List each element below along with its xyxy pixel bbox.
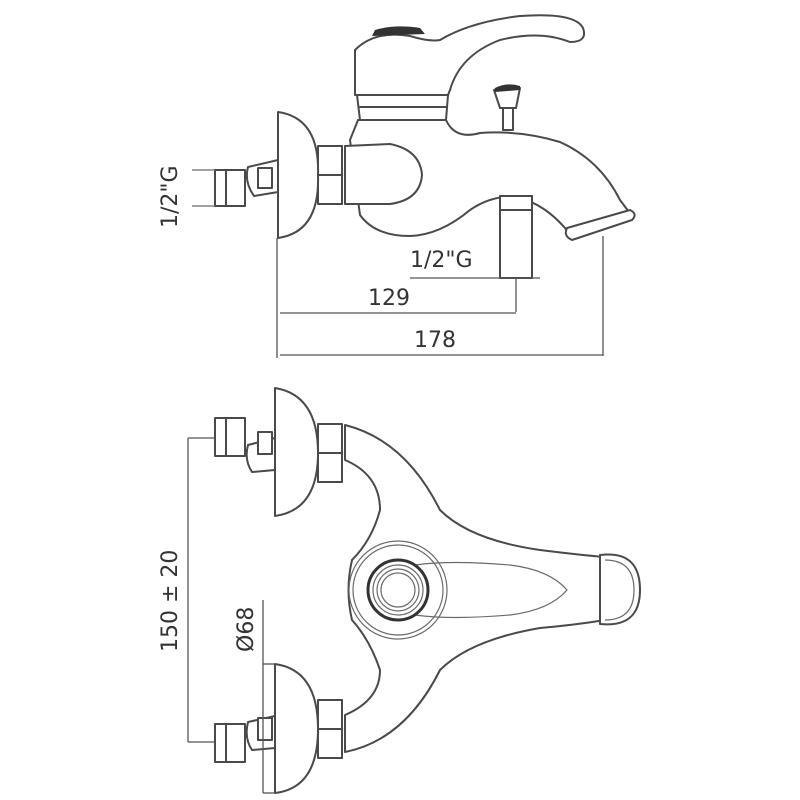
spout-tip [564, 209, 636, 241]
side-view [192, 14, 636, 358]
handle-base-outer [348, 540, 448, 640]
outlet-thread-label: 1/2"G [410, 248, 473, 273]
top-body [344, 424, 606, 753]
escutcheon-lower [274, 663, 319, 794]
body-cap [344, 143, 423, 205]
spacing-dim-label: 150 ± 20 [158, 549, 183, 652]
dim-178-label: 178 [414, 328, 456, 353]
top-view [187, 387, 641, 794]
inlet-fitting-upper [214, 417, 246, 457]
inlet-fitting-lower [214, 723, 246, 763]
diameter-dim-label: Ø68 [234, 606, 259, 652]
dim-129-label: 129 [368, 286, 410, 311]
lever-handle [354, 14, 586, 96]
handle-outline [414, 561, 568, 619]
inlet-fitting [214, 169, 246, 207]
outlet-pipe [499, 195, 533, 279]
escutcheon [277, 111, 320, 239]
inlet-thread-label: 1/2"G [158, 165, 183, 228]
handle-cap [372, 26, 425, 36]
spout-body [349, 119, 633, 237]
escutcheon-upper [274, 387, 319, 517]
